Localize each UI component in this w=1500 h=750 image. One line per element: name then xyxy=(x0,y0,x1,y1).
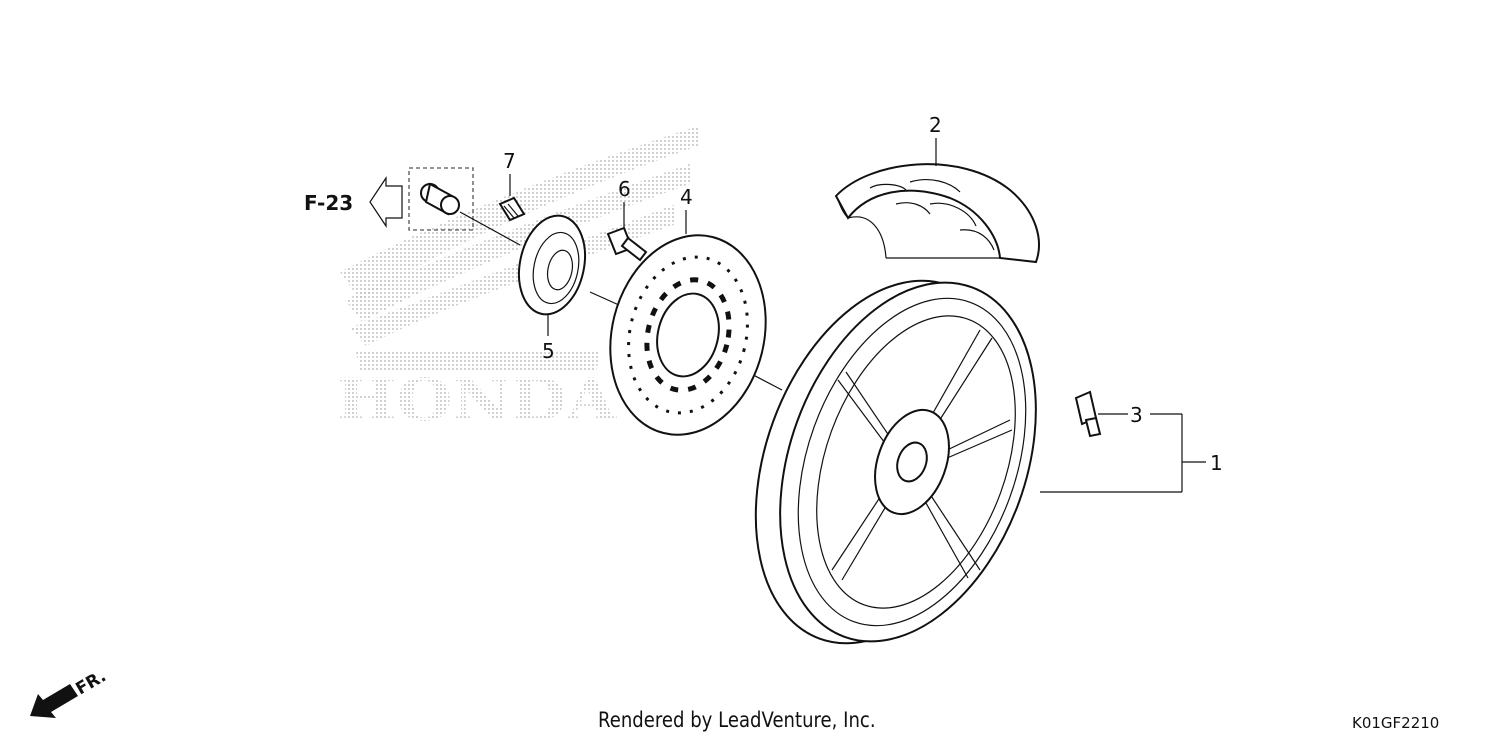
reference-arrow-icon xyxy=(369,176,403,228)
tire-part-2 xyxy=(834,163,1040,264)
bolt-part-6 xyxy=(606,226,648,262)
part-number-4: 4 xyxy=(680,185,693,209)
front-direction-label: FR. xyxy=(73,666,110,699)
part-number-1: 1 xyxy=(1210,451,1223,475)
reference-label: F-23 xyxy=(304,191,353,215)
brake-disc-part-4 xyxy=(609,234,767,436)
part-number-2: 2 xyxy=(929,113,942,137)
watermark-text: HONDA xyxy=(336,366,617,434)
part-number-5: 5 xyxy=(542,339,555,363)
hub-flange-part-5 xyxy=(518,214,586,316)
wheel-part-1 xyxy=(754,279,1037,645)
footer-credit: Rendered by LeadVenture, Inc. xyxy=(598,708,876,732)
bolt-part-7 xyxy=(498,196,526,222)
front-direction-arrow-icon xyxy=(30,684,78,718)
valve-part-3 xyxy=(1074,390,1102,438)
part-number-3: 3 xyxy=(1130,403,1143,427)
part-number-7: 7 xyxy=(503,149,516,173)
part-number-6: 6 xyxy=(618,177,631,201)
reference-box xyxy=(408,167,474,231)
part-1-bracket xyxy=(1040,413,1206,493)
diagram-code: K01GF2210 xyxy=(1352,714,1440,732)
collar-part xyxy=(420,182,460,216)
